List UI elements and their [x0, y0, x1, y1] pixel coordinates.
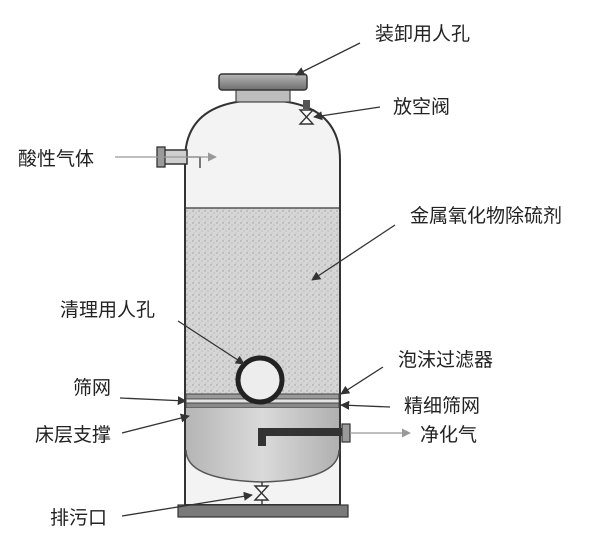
leader-lines — [119, 42, 396, 517]
drain-valve — [253, 482, 270, 501]
cleaning-manhole — [235, 355, 285, 405]
label-cleaning-manhole: 清理用人孔 — [60, 299, 155, 321]
label-bed-support: 床层支撑 — [35, 424, 111, 446]
loading-manhole — [218, 73, 308, 103]
label-drain: 排污口 — [50, 507, 107, 529]
label-vent-valve: 放空阀 — [393, 96, 450, 118]
clean-gas-outlet — [258, 423, 411, 446]
base-plate — [177, 504, 349, 518]
label-loading-manhole: 装卸用人孔 — [375, 23, 470, 45]
label-screen: 筛网 — [73, 377, 111, 399]
vent-valve — [298, 100, 315, 125]
label-clean-gas: 净化气 — [420, 424, 477, 446]
acid-gas-inlet — [115, 146, 217, 168]
label-acid-gas: 酸性气体 — [18, 148, 94, 170]
label-sorbent: 金属氧化物除硫剂 — [410, 205, 562, 227]
label-foam-filter: 泡沫过滤器 — [398, 349, 493, 371]
label-fine-screen: 精细筛网 — [404, 395, 480, 417]
